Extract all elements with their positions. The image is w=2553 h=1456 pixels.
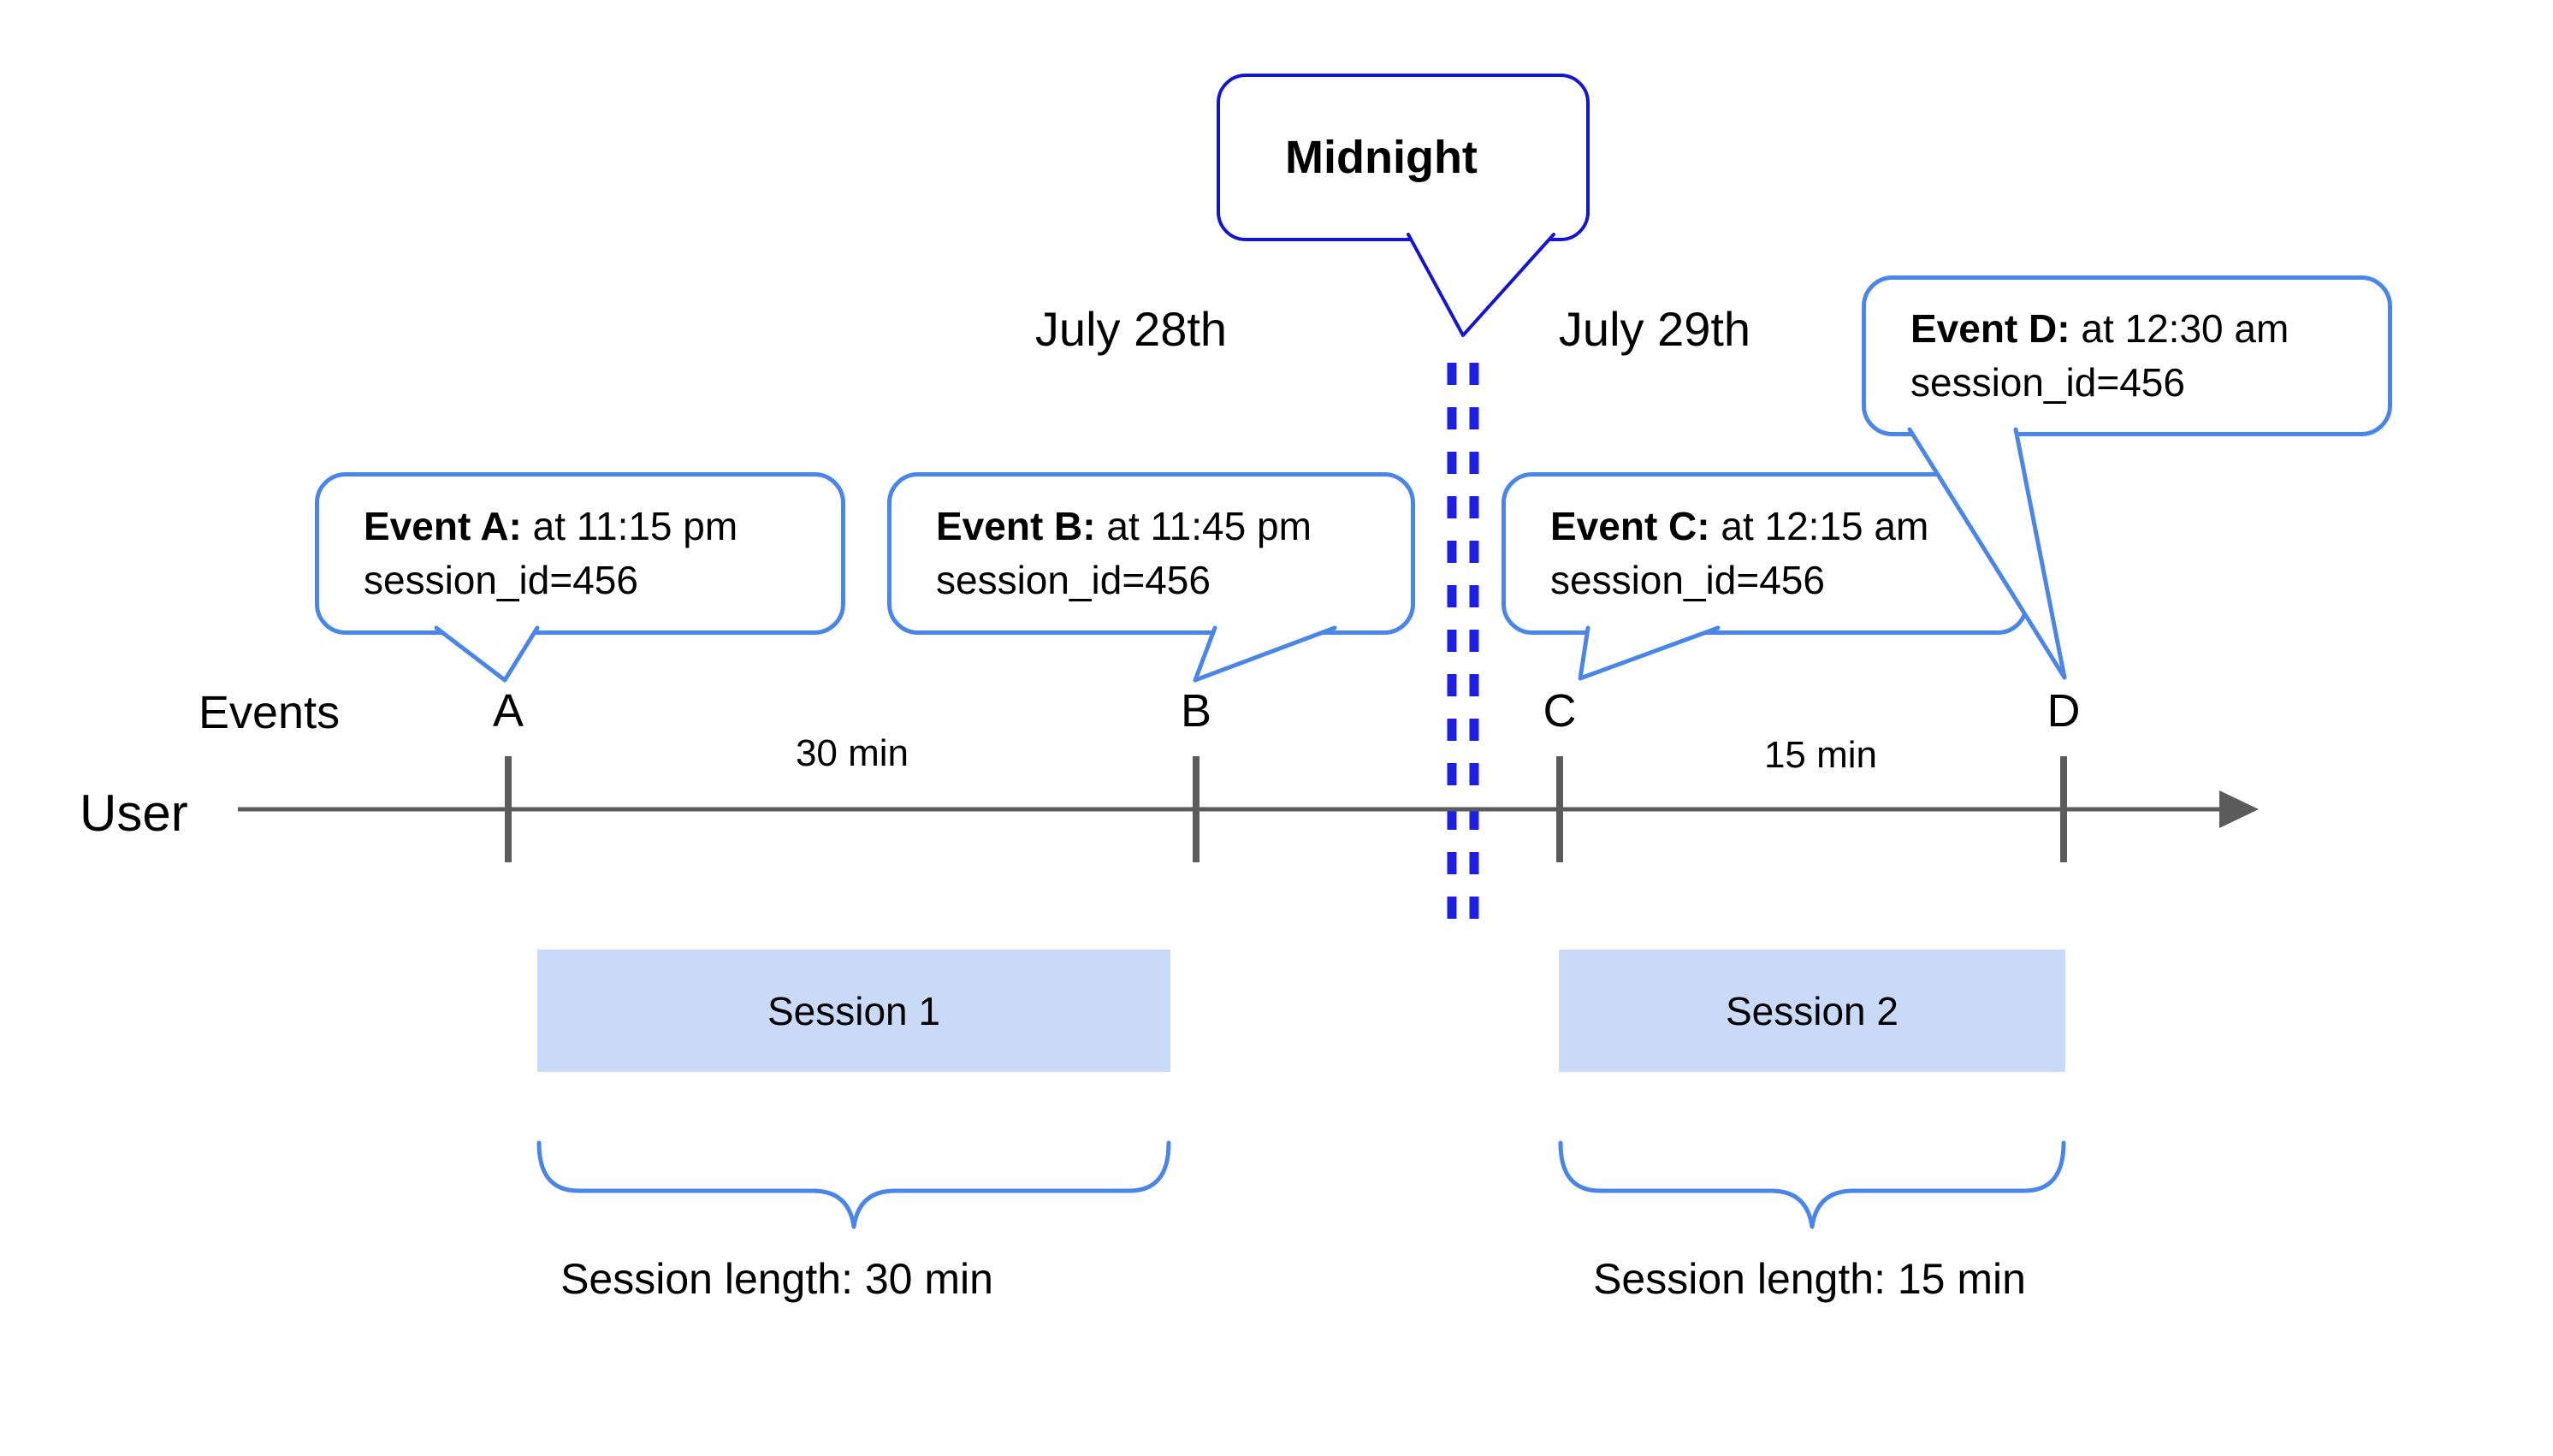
session-1-box: Session 1	[537, 950, 1170, 1072]
event-a-line1: Event A: at 11:15 pm	[364, 500, 841, 553]
event-d-callout: Event D: at 12:30 am session_id=456	[1862, 275, 2392, 436]
event-tick-label-a: A	[492, 685, 524, 737]
user-axis-label: User	[80, 784, 188, 842]
events-axis-label: Events	[198, 687, 341, 738]
event-d-time: at 12:30 am	[2070, 306, 2289, 351]
event-c-line1: Event C: at 12:15 am	[1550, 500, 2024, 553]
timeline-arrowhead-icon	[2219, 790, 2259, 828]
event-d-line1: Event D: at 12:30 am	[1910, 302, 2388, 356]
event-d-session-id: session_id=456	[1910, 360, 2185, 405]
session-1-length-label: Session length: 30 min	[560, 1255, 993, 1303]
event-d-label: Event D:	[1910, 306, 2070, 351]
event-a-time: at 11:15 pm	[521, 504, 738, 548]
event-b-time: at 11:45 pm	[1095, 504, 1312, 548]
event-tick-label-d: D	[2047, 685, 2081, 737]
event-b-line1: Event B: at 11:45 pm	[936, 500, 1411, 553]
event-a-session-id: session_id=456	[364, 558, 638, 602]
event-b-label: Event B:	[936, 504, 1096, 548]
event-tick-label-b: B	[1180, 685, 1212, 737]
session-2-box: Session 2	[1559, 950, 2065, 1072]
midnight-callout: Midnight	[1217, 74, 1590, 241]
session-1-brace	[536, 1140, 1171, 1229]
midnight-label: Midnight	[1285, 131, 1478, 183]
date-label-july-29: July 29th	[1558, 302, 1751, 356]
interval-label-cd: 15 min	[1763, 734, 1878, 776]
event-b-callout-tail	[1193, 625, 1337, 683]
event-c-callout-tail	[1578, 625, 1721, 681]
event-c-time: at 12:15 am	[1709, 504, 1929, 548]
session-2-length-label: Session length: 15 min	[1593, 1255, 2026, 1303]
event-c-session-id: session_id=456	[1550, 558, 1825, 602]
date-label-july-28: July 28th	[1034, 302, 1228, 356]
event-b-callout: Event B: at 11:45 pm session_id=456	[887, 472, 1415, 635]
session-2-label: Session 2	[1725, 988, 1898, 1033]
session-2-brace	[1558, 1140, 2066, 1229]
event-a-callout-tail	[434, 625, 540, 683]
event-b-session-id: session_id=456	[936, 558, 1211, 602]
session-1-label: Session 1	[767, 988, 940, 1033]
event-a-callout: Event A: at 11:15 pm session_id=456	[315, 472, 845, 635]
event-a-label: Event A:	[364, 504, 522, 548]
event-c-callout: Event C: at 12:15 am session_id=456	[1502, 472, 2029, 635]
interval-label-ab: 30 min	[795, 732, 909, 774]
event-tick-label-c: C	[1543, 685, 1577, 737]
event-c-label: Event C:	[1550, 504, 1710, 548]
